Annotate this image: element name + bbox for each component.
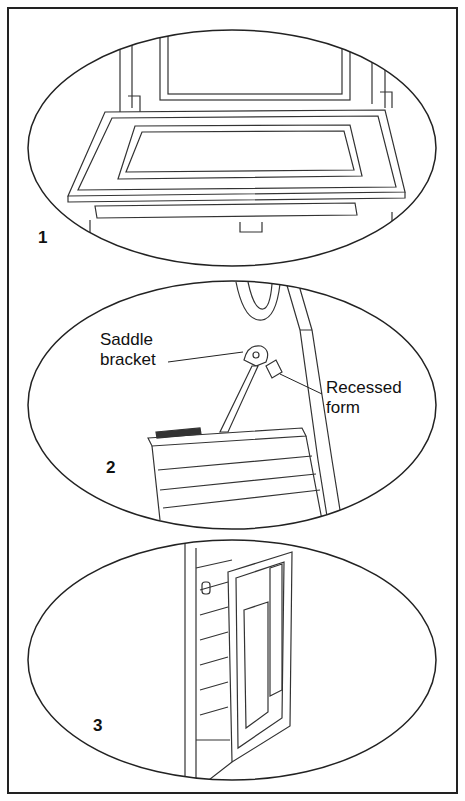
door-window-inner: [126, 131, 354, 172]
panel-ellipse: [28, 281, 436, 529]
door-hinge: [128, 92, 392, 112]
door-panel: [158, 456, 320, 508]
oven-shelf: [200, 582, 228, 715]
recessed-form: [266, 360, 282, 378]
door-outline: [68, 110, 405, 196]
oven-base: [196, 740, 232, 790]
door-angled-view: [185, 540, 292, 790]
oven-front: [185, 540, 196, 790]
oven-side-edge: [300, 329, 312, 330]
panel-ellipse: [28, 540, 436, 780]
oven-cavity-side: [120, 20, 385, 112]
door-outline: [228, 552, 292, 762]
leader-line: [168, 352, 243, 362]
door-top-edge: [148, 428, 306, 446]
door-rim: [78, 116, 396, 190]
frame-border: [8, 8, 457, 793]
oven-recess-curve: [236, 282, 280, 320]
door-window: [244, 602, 268, 728]
callout-number: 3: [93, 716, 102, 736]
saddle-bracket-pin: [253, 352, 259, 358]
door-window: [118, 125, 362, 179]
door-rim: [236, 562, 284, 748]
open-door-view: [68, 20, 405, 275]
door-handle: [270, 564, 282, 696]
leader-line: [280, 374, 322, 394]
oven-cavity: [160, 22, 350, 100]
part-label: Saddle bracket: [100, 330, 172, 371]
part-label: Recessed form: [326, 378, 416, 419]
panel-ellipse: [28, 30, 436, 266]
oven-recess-curve: [248, 282, 272, 309]
hinge-closeup: [148, 282, 344, 535]
saddle-bracket: [244, 346, 268, 366]
door-handle: [95, 203, 357, 218]
shelf-clip: [202, 582, 210, 594]
oven-top: [196, 560, 232, 568]
callout-number: 2: [106, 458, 115, 478]
oven-cavity-inner: [168, 28, 342, 94]
door-edge: [68, 192, 405, 202]
callout-number: 1: [38, 228, 47, 248]
oven-side-edge: [286, 282, 330, 535]
door-side: [152, 436, 322, 520]
hinge-arm: [220, 366, 258, 432]
door-slot: [156, 428, 201, 438]
